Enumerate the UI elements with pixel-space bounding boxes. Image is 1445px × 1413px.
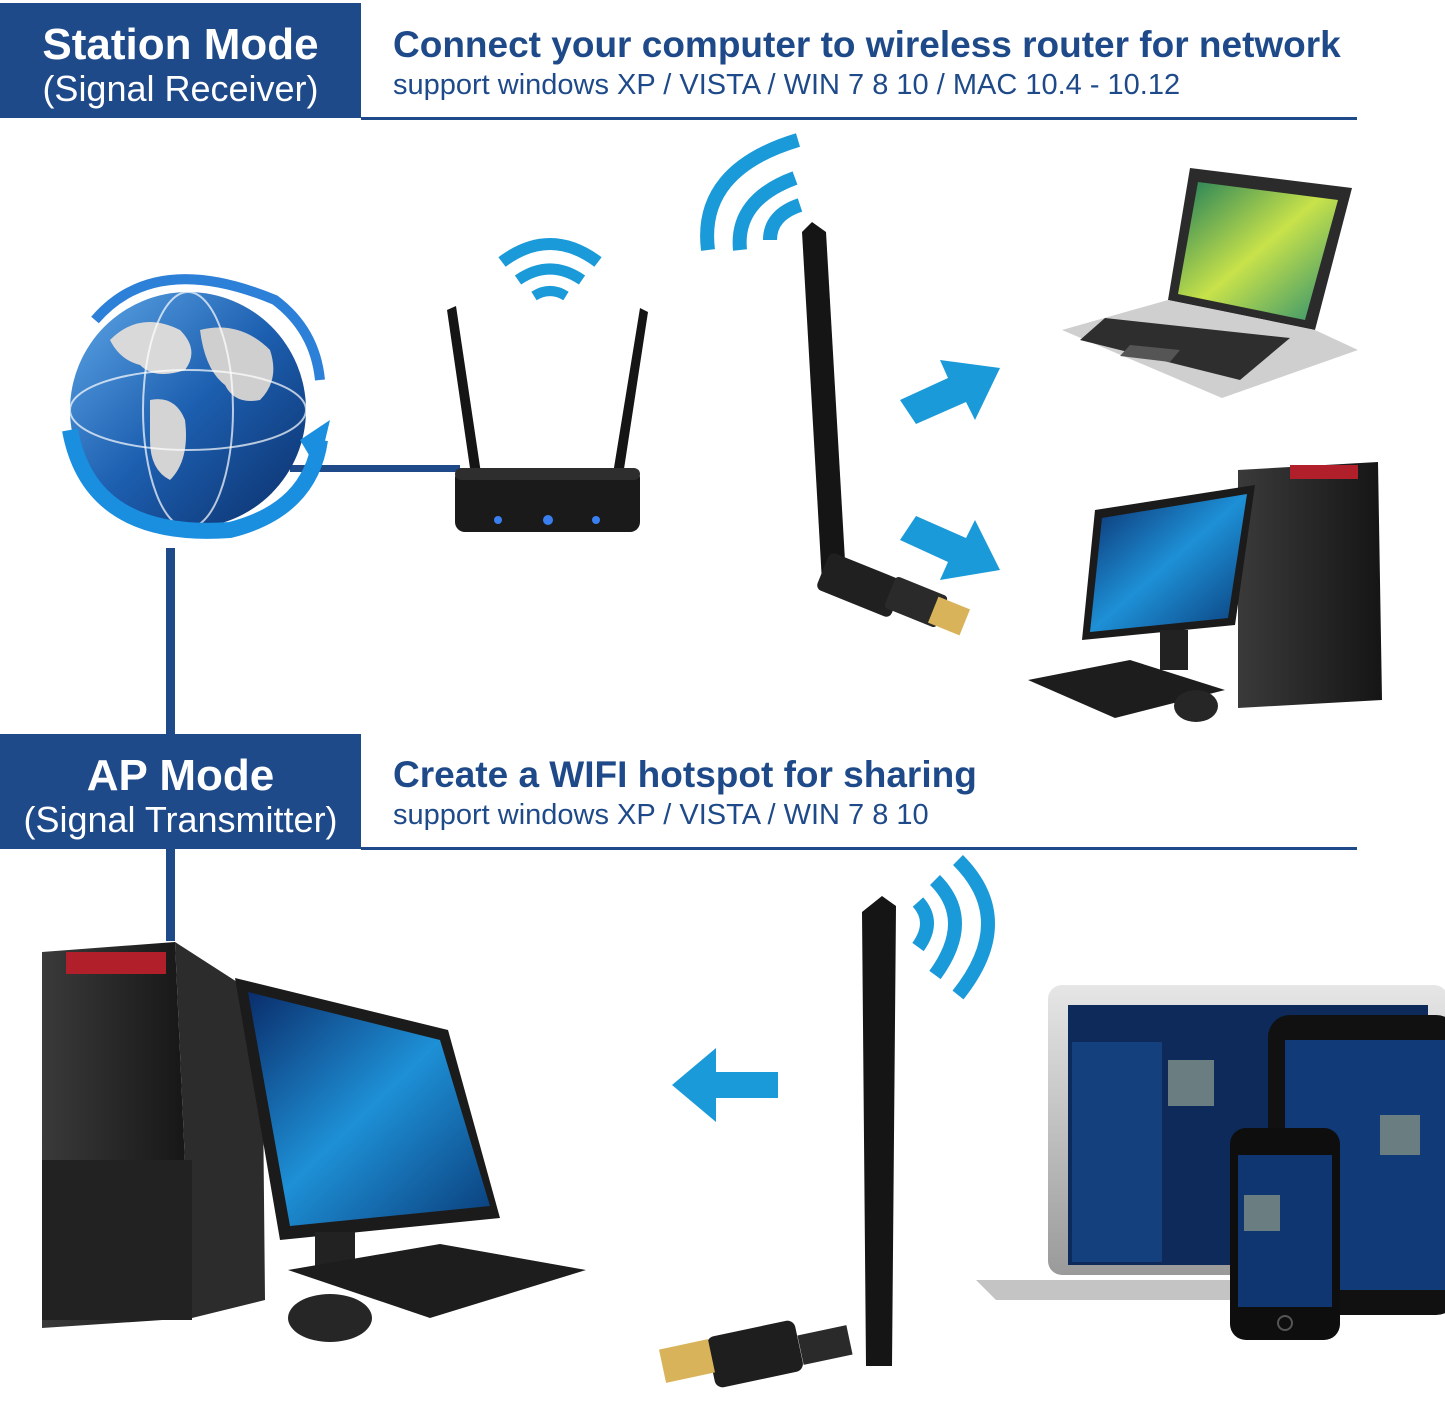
desktop-computer-icon	[1028, 462, 1382, 722]
station-mode-subtitle: (Signal Receiver)	[42, 68, 319, 109]
ap-divider	[361, 847, 1357, 850]
usb-adapter-icon	[802, 222, 971, 636]
ap-mode-title: AP Mode	[86, 751, 275, 800]
ap-support-text: support windows XP / VISTA / WIN 7 8 10	[393, 799, 929, 831]
arrow-left-icon	[672, 1048, 778, 1122]
globe-icon	[62, 274, 330, 539]
ap-headline: Create a WIFI hotspot for sharing	[393, 754, 977, 795]
phone-icon	[1230, 1128, 1340, 1340]
ap-mode-box: AP Mode (Signal Transmitter)	[0, 734, 361, 849]
ap-mode-subtitle: (Signal Transmitter)	[23, 799, 338, 840]
station-support-text: support windows XP / VISTA / WIN 7 8 10 …	[393, 69, 1181, 101]
usb-adapter-icon	[659, 896, 896, 1388]
wifi-transmit-icon	[912, 855, 995, 1000]
desktop-computer-icon	[42, 942, 586, 1342]
station-divider	[361, 117, 1357, 120]
connector-lines	[166, 465, 460, 941]
station-mode-title: Station Mode	[42, 20, 319, 69]
station-headline: Connect your computer to wireless router…	[393, 24, 1341, 65]
wifi-icon	[498, 238, 602, 301]
router-icon	[447, 306, 648, 532]
station-mode-box: Station Mode (Signal Receiver)	[0, 3, 361, 118]
wifi-signal-icon	[700, 133, 803, 251]
laptop-icon	[1062, 168, 1358, 398]
arrow-right-icon	[900, 360, 1000, 580]
